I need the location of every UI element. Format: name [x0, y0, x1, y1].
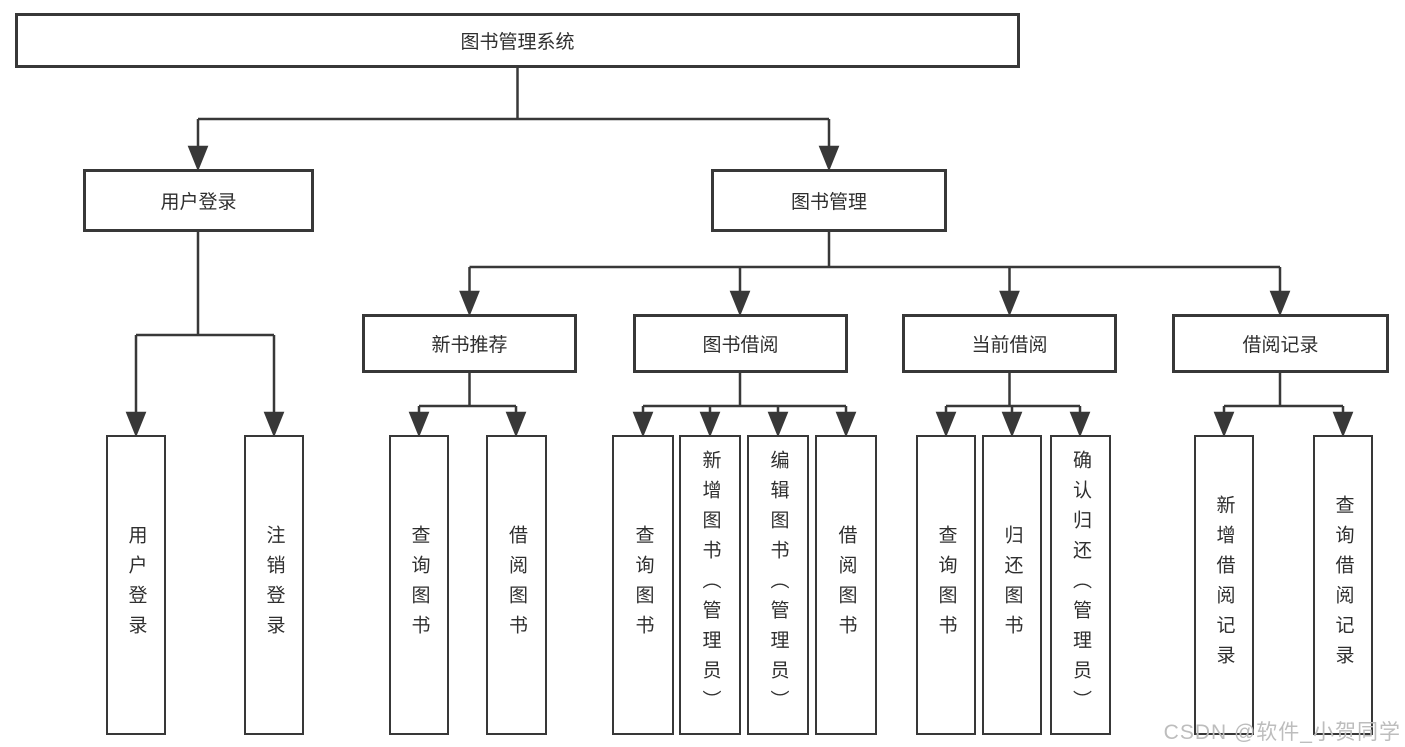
node-borrow-records: 借阅记录: [1172, 314, 1389, 373]
leaf-query-books-borrow-label: 查询图书: [632, 525, 654, 645]
leaf-borrow-books-label: 借阅图书: [835, 525, 857, 645]
arrowhead-icon: [125, 411, 147, 438]
leaf-query-books-current-label: 查询图书: [935, 525, 957, 645]
leaf-borrow-books: 借阅图书: [815, 435, 877, 735]
leaf-user-login-label: 用户登录: [125, 525, 147, 645]
node-new-book-recommend: 新书推荐: [362, 314, 577, 373]
leaf-return-books-label: 归还图书: [1001, 525, 1023, 645]
leaf-edit-books-admin: 编辑图书（管理员）: [747, 435, 809, 735]
leaf-user-login: 用户登录: [106, 435, 166, 735]
leaf-borrow-books-recommend: 借阅图书: [486, 435, 547, 735]
node-borrow-records-label: 借阅记录: [1242, 335, 1319, 356]
arrowhead-icon: [729, 290, 751, 317]
leaf-add-books-admin: 新增图书（管理员）: [679, 435, 741, 735]
leaf-logout: 注销登录: [244, 435, 304, 735]
connector-current-borrow-to-leaves: [935, 373, 1091, 438]
node-user-login-label: 用户登录: [160, 192, 237, 213]
node-current-borrow-label: 当前借阅: [971, 335, 1048, 356]
node-new-book-recommend-label: 新书推荐: [431, 335, 508, 356]
leaf-add-borrow-record-label: 新增借阅记录: [1213, 495, 1235, 675]
arrowhead-icon: [999, 290, 1020, 317]
arrowhead-icon: [263, 411, 285, 438]
leaf-logout-label: 注销登录: [263, 525, 285, 645]
leaf-add-borrow-record: 新增借阅记录: [1194, 435, 1254, 735]
arrowhead-icon: [935, 411, 957, 438]
leaf-query-borrow-record-label: 查询借阅记录: [1332, 495, 1354, 675]
leaf-return-books: 归还图书: [982, 435, 1042, 735]
node-book-borrow-label: 图书借阅: [702, 335, 779, 356]
leaf-query-books-borrow: 查询图书: [612, 435, 674, 735]
leaf-borrow-books-recommend-label: 借阅图书: [506, 525, 527, 645]
node-book-borrow: 图书借阅: [633, 314, 848, 373]
arrowhead-icon: [835, 411, 857, 438]
connector-book-management-to-level3: [459, 232, 1291, 317]
node-user-login: 用户登录: [83, 169, 314, 232]
leaf-add-books-admin-label: 新增图书（管理员）: [699, 450, 721, 720]
leaf-edit-books-admin-label: 编辑图书（管理员）: [767, 450, 789, 720]
arrowhead-icon: [767, 411, 789, 438]
leaf-query-books-recommend: 查询图书: [389, 435, 449, 735]
node-current-borrow: 当前借阅: [902, 314, 1117, 373]
arrowhead-icon: [1269, 290, 1291, 317]
arrowhead-icon: [818, 145, 840, 172]
arrowhead-icon: [1001, 411, 1023, 438]
node-book-management-label: 图书管理: [790, 192, 867, 213]
connector-user-login-to-leaves: [125, 232, 285, 438]
arrowhead-icon: [699, 411, 721, 438]
arrowhead-icon: [505, 411, 527, 438]
connector-root-to-level2: [187, 68, 840, 172]
connector-borrow-records-to-leaves: [1213, 373, 1354, 438]
leaf-query-books-recommend-label: 查询图书: [408, 525, 430, 645]
node-book-management: 图书管理: [711, 169, 947, 232]
leaf-confirm-return-admin: 确认归还（管理员）: [1050, 435, 1111, 735]
arrowhead-icon: [408, 411, 430, 438]
connector-book-borrow-to-leaves: [632, 373, 857, 438]
leaf-query-borrow-record: 查询借阅记录: [1313, 435, 1373, 735]
arrowhead-icon: [187, 145, 209, 172]
arrowhead-icon: [1069, 411, 1091, 438]
arrowhead-icon: [632, 411, 654, 438]
arrowhead-icon: [1332, 411, 1354, 438]
leaf-query-books-current: 查询图书: [916, 435, 976, 735]
node-root-label: 图书管理系统: [460, 32, 575, 53]
arrowhead-icon: [459, 290, 480, 317]
node-root: 图书管理系统: [15, 13, 1020, 68]
leaf-confirm-return-admin-label: 确认归还（管理员）: [1070, 450, 1091, 720]
connector-new-book-to-leaves: [408, 373, 527, 438]
arrowhead-icon: [1213, 411, 1235, 438]
